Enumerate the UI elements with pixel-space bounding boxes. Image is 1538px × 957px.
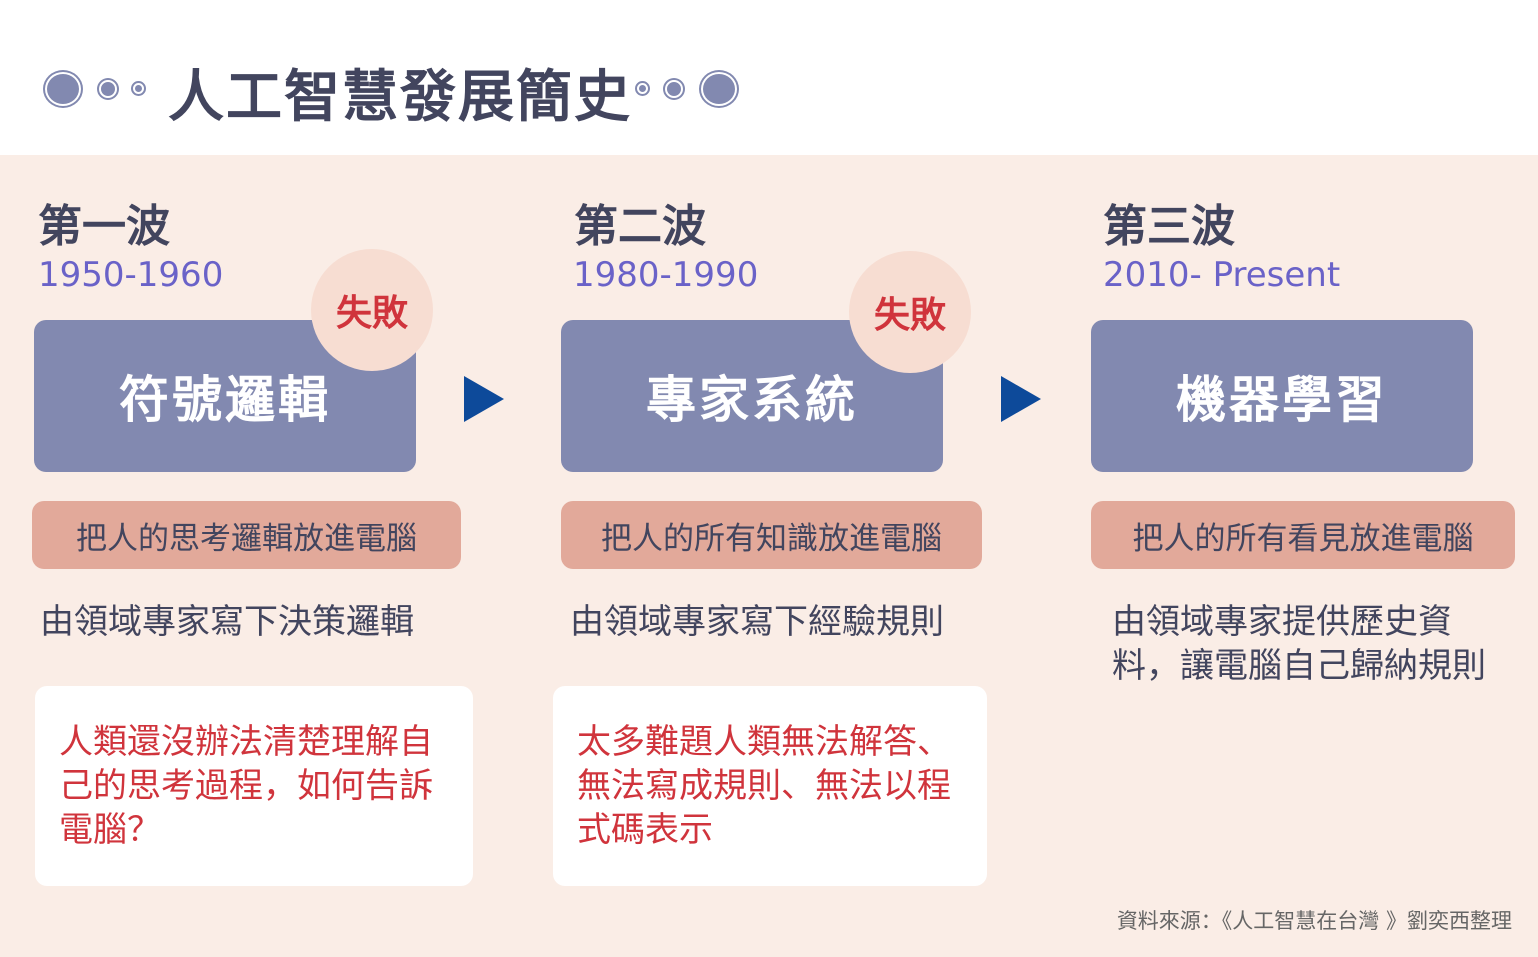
arrow-right-icon xyxy=(1001,376,1041,422)
decor-dot-icon xyxy=(637,83,648,94)
decor-dot-icon xyxy=(99,80,117,98)
wave-1-label: 第一波 xyxy=(38,201,170,252)
arrow-right-icon xyxy=(464,376,504,422)
wave-2-method: 由領域專家寫下經驗規則 xyxy=(570,602,944,642)
wave-2-fail-badge: 失敗 xyxy=(849,251,971,373)
wave-1-summary: 把人的思考邏輯放進電腦 xyxy=(32,501,461,569)
wave-3-years: 2010- Present xyxy=(1103,255,1341,295)
wave-1-fail-badge: 失敗 xyxy=(311,249,433,371)
wave-3-label: 第三波 xyxy=(1103,201,1235,252)
source-note: 資料來源：《人工智慧在台灣 》劉奕西整理 xyxy=(1116,909,1512,933)
wave-2-years: 1980-1990 xyxy=(573,255,759,295)
decor-dot-icon xyxy=(133,83,144,94)
wave-2-label: 第二波 xyxy=(574,201,706,252)
wave-3-method: 由領域專家提供歷史資料，讓電腦自己歸納規則 xyxy=(1112,602,1486,686)
decor-dot-icon xyxy=(701,72,737,106)
header: 人工智慧發展簡史 xyxy=(0,0,1538,155)
wave-1-problem: 人類還沒辦法清楚理解自己的思考過程，如何告訴電腦？ xyxy=(35,686,473,886)
wave-1-years: 1950-1960 xyxy=(38,255,224,295)
wave-3-name: 機器學習 xyxy=(1091,320,1473,472)
wave-1-method: 由領域專家寫下決策邏輯 xyxy=(40,602,414,642)
wave-2-summary: 把人的所有知識放進電腦 xyxy=(561,501,982,569)
wave-2-problem: 太多難題人類無法解答、無法寫成規則、無法以程式碼表示 xyxy=(553,686,987,886)
decor-dot-icon xyxy=(665,80,683,98)
wave-3-summary: 把人的所有看見放進電腦 xyxy=(1091,501,1515,569)
decor-dot-icon xyxy=(45,72,81,106)
page-title: 人工智慧發展簡史 xyxy=(168,65,632,130)
